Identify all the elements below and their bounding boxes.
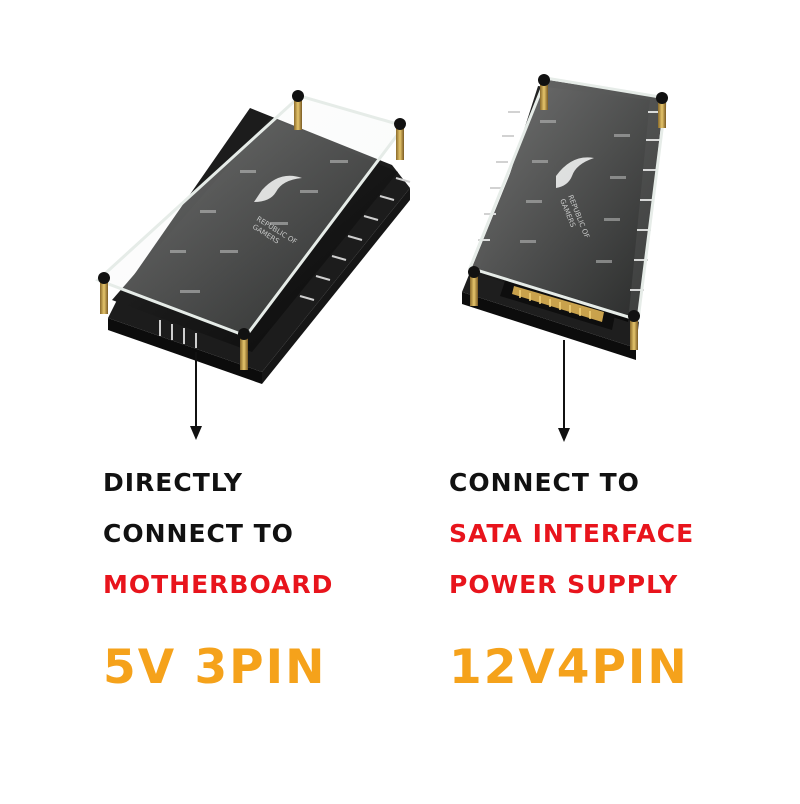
right-caption-line3: POWER SUPPLY (449, 570, 679, 599)
left-hub-pins (159, 177, 411, 348)
right-spec-label: 12V4PIN (449, 640, 689, 695)
left-caption-line3: MOTHERBOARD (103, 570, 334, 599)
right-standoffs (468, 74, 668, 350)
left-spec-label: 5V 3PIN (103, 640, 327, 695)
left-standoffs (98, 90, 406, 370)
right-arrow-icon (558, 340, 570, 442)
right-caption-line1: CONNECT TO (449, 468, 640, 497)
right-caption-line2: SATA INTERFACE (449, 519, 695, 548)
right-sata-connector (500, 278, 616, 330)
left-caption-line2: CONNECT TO (103, 519, 294, 548)
left-arrow-icon (190, 352, 202, 440)
left-fan-hub: REPUBLIC OF GAMERS (95, 90, 411, 384)
right-fan-hub: REPUBLIC OF GAMERS (462, 74, 668, 360)
left-caption-line1: DIRECTLY (103, 468, 243, 497)
